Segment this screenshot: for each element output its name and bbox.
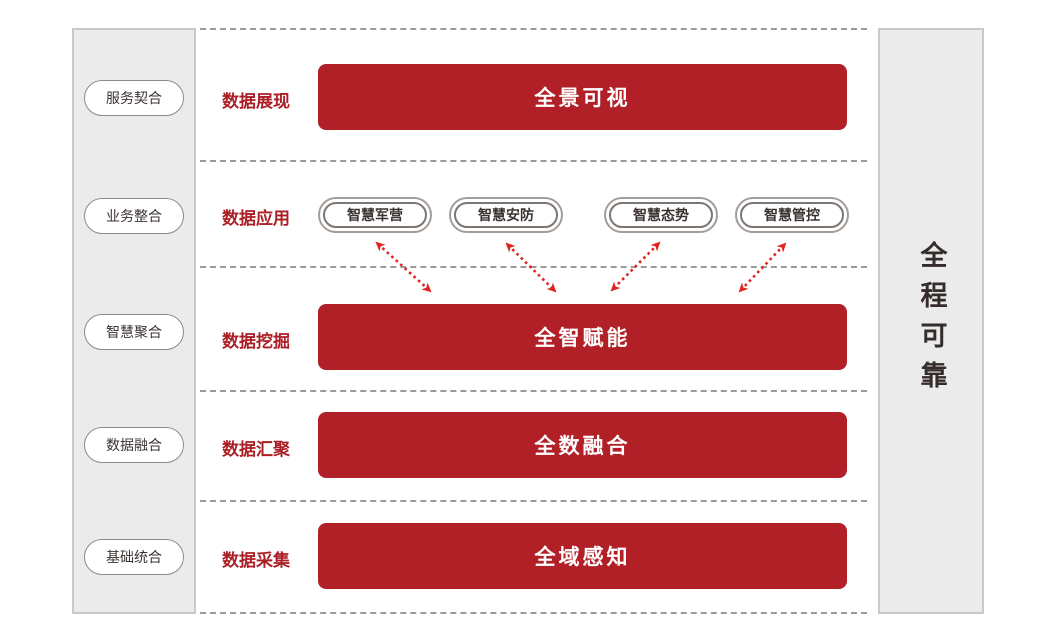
left-capability-label: 智慧聚合 xyxy=(106,325,162,341)
row-label-data-mining: 数据挖掘 xyxy=(222,332,290,352)
left-capability-panel: 服务契合 业务整合 智慧聚合 数据融合 基础统合 xyxy=(72,28,196,614)
separator-line xyxy=(200,266,867,268)
separator-line xyxy=(200,612,867,614)
layer-bar-empower: 全智赋能 xyxy=(318,304,847,370)
left-capability-pill: 数据融合 xyxy=(84,427,184,463)
layer-bar-panorama: 全景可视 xyxy=(318,64,847,130)
left-capability-pill: 业务整合 xyxy=(84,198,184,234)
app-pill-label: 智慧态势 xyxy=(609,202,713,228)
left-capability-pill: 基础统合 xyxy=(84,539,184,575)
row-label-data-display: 数据展现 xyxy=(222,92,290,112)
right-assurance-panel: 全程可靠 xyxy=(878,28,984,614)
separator-line xyxy=(200,500,867,502)
separator-line xyxy=(200,160,867,162)
app-pill-smart-posture: 智慧态势 xyxy=(604,197,718,233)
layer-bar-sensing: 全域感知 xyxy=(318,523,847,589)
app-pill-label: 智慧安防 xyxy=(454,202,558,228)
row-label-data-collect: 数据采集 xyxy=(222,551,290,571)
left-capability-pill: 智慧聚合 xyxy=(84,314,184,350)
app-pill-label: 智慧管控 xyxy=(740,202,844,228)
row-label-data-app: 数据应用 xyxy=(222,209,290,229)
left-capability-label: 服务契合 xyxy=(106,91,162,107)
app-pill-label: 智慧军营 xyxy=(323,202,427,228)
assurance-label: 全程可靠 xyxy=(915,241,947,401)
left-capability-label: 基础统合 xyxy=(106,550,162,566)
left-capability-label: 数据融合 xyxy=(106,438,162,454)
layer-bar-fusion: 全数融合 xyxy=(318,412,847,478)
separator-line xyxy=(200,390,867,392)
left-capability-label: 业务整合 xyxy=(106,209,162,225)
separator-line xyxy=(200,28,867,30)
app-pill-smart-control: 智慧管控 xyxy=(735,197,849,233)
row-label-data-gather: 数据汇聚 xyxy=(222,440,290,460)
app-pill-smart-security: 智慧安防 xyxy=(449,197,563,233)
app-pill-smart-camp: 智慧军营 xyxy=(318,197,432,233)
left-capability-pill: 服务契合 xyxy=(84,80,184,116)
